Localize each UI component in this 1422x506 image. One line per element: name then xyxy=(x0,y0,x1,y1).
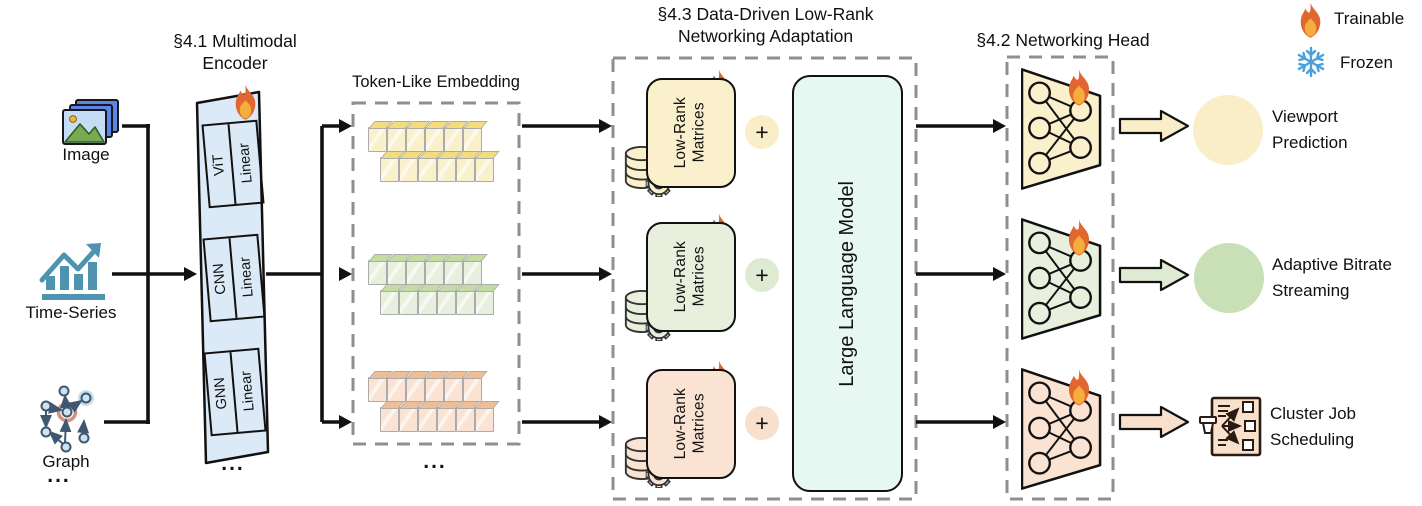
llm-label: Large Language Model xyxy=(836,180,858,387)
lora-block-green: Low-Rank Matrices xyxy=(646,222,736,332)
encoder-block-vit: ViT Linear xyxy=(201,119,265,209)
token-cube xyxy=(475,290,494,315)
legend-frozen-label: Frozen xyxy=(1340,53,1393,72)
token-cube xyxy=(463,260,482,285)
encoder-proj-label: Linear xyxy=(236,142,256,184)
timeseries-icon xyxy=(39,243,105,300)
token-cube xyxy=(463,377,482,402)
plus-operator: + xyxy=(745,406,779,440)
token-cube xyxy=(425,377,444,402)
token-cube xyxy=(456,157,475,182)
encoder-block-cnn: CNN Linear xyxy=(202,233,266,323)
embedding-dashed-box xyxy=(351,101,521,446)
token-row-green-2 xyxy=(380,283,510,315)
networking-head-icons xyxy=(1022,69,1100,488)
token-cube xyxy=(387,260,406,285)
token-cube xyxy=(399,407,418,432)
task-label-cluster: Cluster Job Scheduling xyxy=(1270,404,1356,449)
encoder-model-label: CNN xyxy=(210,262,230,296)
encoder-cell: Linear xyxy=(230,236,263,318)
trainable-fire-icons xyxy=(236,2,1321,406)
token-cube xyxy=(387,127,406,152)
llm-block: Large Language Model xyxy=(792,75,903,492)
encoder-model-label: ViT xyxy=(210,153,228,177)
token-cube xyxy=(437,407,456,432)
token-cube xyxy=(418,157,437,182)
encoder-proj-label: Linear xyxy=(238,370,258,412)
output-arrows xyxy=(1118,109,1190,439)
token-cube xyxy=(437,290,456,315)
token-row-yellow-1 xyxy=(368,120,498,152)
token-cube xyxy=(406,127,425,152)
token-cube xyxy=(399,157,418,182)
lora-label: Low-Rank Matrices xyxy=(672,241,708,313)
token-cube xyxy=(380,290,399,315)
abr-task-circle xyxy=(1194,243,1264,313)
input-label-image: Image xyxy=(62,145,110,164)
token-cube xyxy=(456,407,475,432)
encoder-cell: Linear xyxy=(231,350,264,432)
token-row-green-1 xyxy=(368,253,498,285)
token-cube xyxy=(368,377,387,402)
token-cube xyxy=(418,290,437,315)
task-label-abr: Adaptive Bitrate Streaming xyxy=(1272,255,1393,300)
fire-icon xyxy=(1301,2,1321,38)
encoder-title: §4.1 Multimodal Encoder xyxy=(173,31,297,74)
input-label-graph: Graph xyxy=(42,452,90,471)
token-cube xyxy=(399,290,418,315)
plus-operator: + xyxy=(745,258,779,292)
plus-operator: + xyxy=(745,115,779,149)
token-cube xyxy=(425,127,444,152)
token-cube xyxy=(380,407,399,432)
connector-lines xyxy=(104,124,994,424)
head-title: §4.2 Networking Head xyxy=(976,30,1150,50)
image-icon xyxy=(62,99,119,145)
legend-trainable-label: Trainable xyxy=(1334,9,1405,28)
connector-arrowheads xyxy=(184,119,1006,429)
task-label-viewport: Viewport Prediction xyxy=(1272,107,1348,152)
encoder-model-label: GNN xyxy=(211,376,231,410)
encoder-ellipsis: ... xyxy=(221,452,245,475)
lora-block-peach: Low-Rank Matrices xyxy=(646,369,736,479)
lora-label: Low-Rank Matrices xyxy=(672,388,708,460)
token-cube xyxy=(456,290,475,315)
token-cube xyxy=(444,127,463,152)
token-cube xyxy=(406,260,425,285)
head-dashed-box xyxy=(1005,55,1115,501)
token-cube xyxy=(368,127,387,152)
encoder-cell: Linear xyxy=(229,122,262,204)
adaptation-title: §4.3 Data-Driven Low-Rank Networking Ada… xyxy=(657,4,874,47)
token-cube xyxy=(444,260,463,285)
token-cube xyxy=(475,407,494,432)
encoder-proj-label: Linear xyxy=(237,256,257,298)
inputs-ellipsis: ... xyxy=(47,464,71,487)
token-cube xyxy=(437,157,456,182)
encoder-block-gnn: GNN Linear xyxy=(203,347,267,437)
snowflake-icon xyxy=(1297,48,1325,76)
token-cube xyxy=(418,407,437,432)
token-row-peach-1 xyxy=(368,370,498,402)
token-cube xyxy=(475,157,494,182)
token-cube xyxy=(387,377,406,402)
lora-block-yellow: Low-Rank Matrices xyxy=(646,78,736,188)
token-cube xyxy=(444,377,463,402)
token-cube xyxy=(380,157,399,182)
embedding-ellipsis: ... xyxy=(423,450,447,473)
viewport-task-circle xyxy=(1193,95,1263,165)
token-row-peach-2 xyxy=(380,400,510,432)
embedding-title: Token-Like Embedding xyxy=(352,73,520,91)
token-row-yellow-2 xyxy=(380,150,510,182)
lora-label: Low-Rank Matrices xyxy=(672,97,708,169)
input-label-timeseries: Time-Series xyxy=(25,303,117,322)
token-cube xyxy=(463,127,482,152)
token-cube xyxy=(406,377,425,402)
token-cube xyxy=(425,260,444,285)
token-cube xyxy=(368,260,387,285)
graph-icon xyxy=(40,385,94,453)
cluster-scheduling-icon xyxy=(1199,396,1262,457)
